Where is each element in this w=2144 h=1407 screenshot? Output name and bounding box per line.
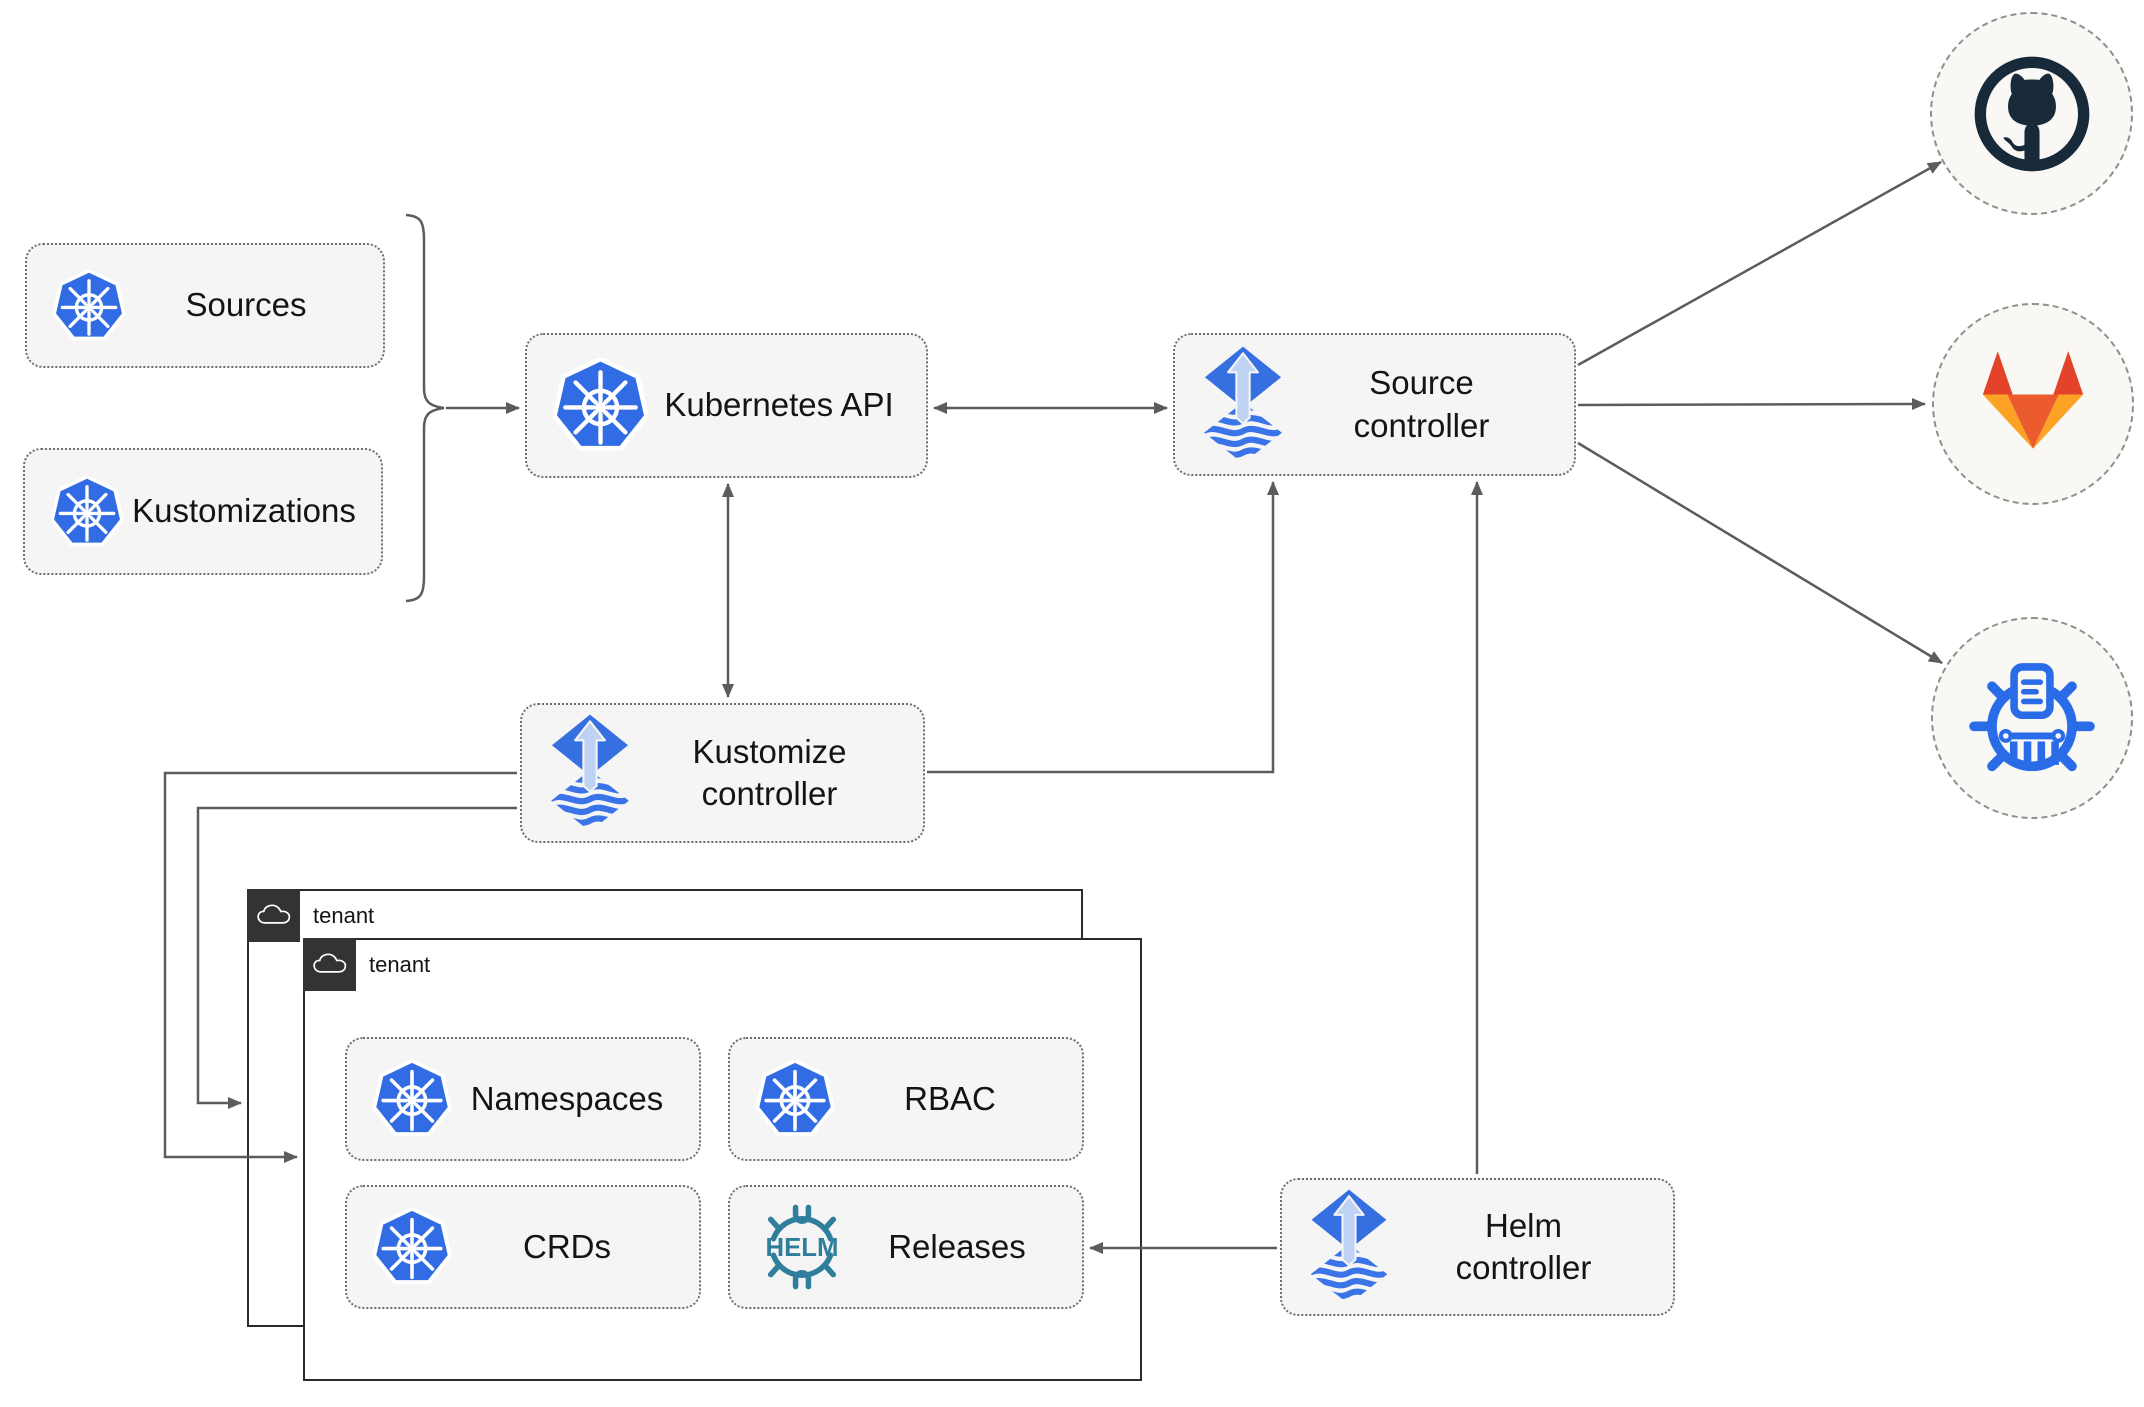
remote-gitlab — [1932, 303, 2134, 505]
remote-github — [1930, 12, 2133, 215]
node-kustomize-controller: Kustomize controller — [520, 703, 925, 843]
kubernetes-icon — [373, 1060, 451, 1138]
tenant-label: tenant — [369, 951, 431, 977]
remote-helm-repository — [1931, 617, 2133, 819]
edge-source-controller-to-gitlab — [1577, 398, 1926, 411]
node-label: Kubernetes API — [664, 386, 894, 424]
node-label: Kustomizations — [132, 492, 356, 530]
node-label: RBAC — [904, 1079, 996, 1117]
kubernetes-icon — [373, 1208, 451, 1286]
flux-icon — [548, 713, 632, 833]
node-label: Namespaces — [470, 1079, 664, 1117]
node-label: Source controller — [1353, 364, 1490, 444]
node-kustomizations: Kustomizations — [23, 448, 383, 575]
node-kubernetes-api: Kubernetes API — [525, 333, 928, 478]
tenant-label: tenant — [313, 902, 375, 928]
node-label: CRDs — [523, 1227, 611, 1265]
edge-source-controller-to-github — [1577, 160, 1942, 367]
node-crds: CRDs — [345, 1185, 701, 1309]
cloud-icon — [257, 904, 291, 927]
kubernetes-icon — [553, 358, 648, 453]
node-helm-controller: Helm controller — [1280, 1178, 1675, 1316]
helm-repository-icon — [1963, 649, 2101, 787]
node-rbac: RBAC — [728, 1037, 1084, 1161]
kubernetes-icon — [756, 1060, 834, 1138]
kubernetes-icon — [51, 476, 123, 548]
node-source-controller: Source controller — [1173, 333, 1576, 476]
helm-icon — [756, 1201, 848, 1293]
node-label: Releases — [888, 1227, 1026, 1265]
bracket-sources-group — [405, 213, 445, 603]
flux-icon — [1308, 1188, 1390, 1306]
cloud-icon — [313, 953, 347, 976]
tenant-tab — [247, 889, 300, 942]
node-namespaces: Namespaces — [345, 1037, 701, 1161]
gitlab-icon — [1965, 343, 2101, 465]
node-label: Kustomize controller — [692, 732, 847, 812]
flux-icon — [1201, 345, 1285, 465]
edge-source-controller-to-helm-repository — [1577, 441, 1943, 665]
github-icon — [1969, 51, 2095, 177]
tenant-tab — [303, 938, 356, 991]
node-label: Sources — [185, 286, 307, 324]
node-label: Helm controller — [1455, 1206, 1592, 1286]
kubernetes-icon — [53, 270, 125, 342]
edge-kustomize-controller-to-source-controller — [927, 481, 1279, 774]
node-sources: Sources — [25, 243, 385, 368]
node-releases: Releases — [728, 1185, 1084, 1309]
